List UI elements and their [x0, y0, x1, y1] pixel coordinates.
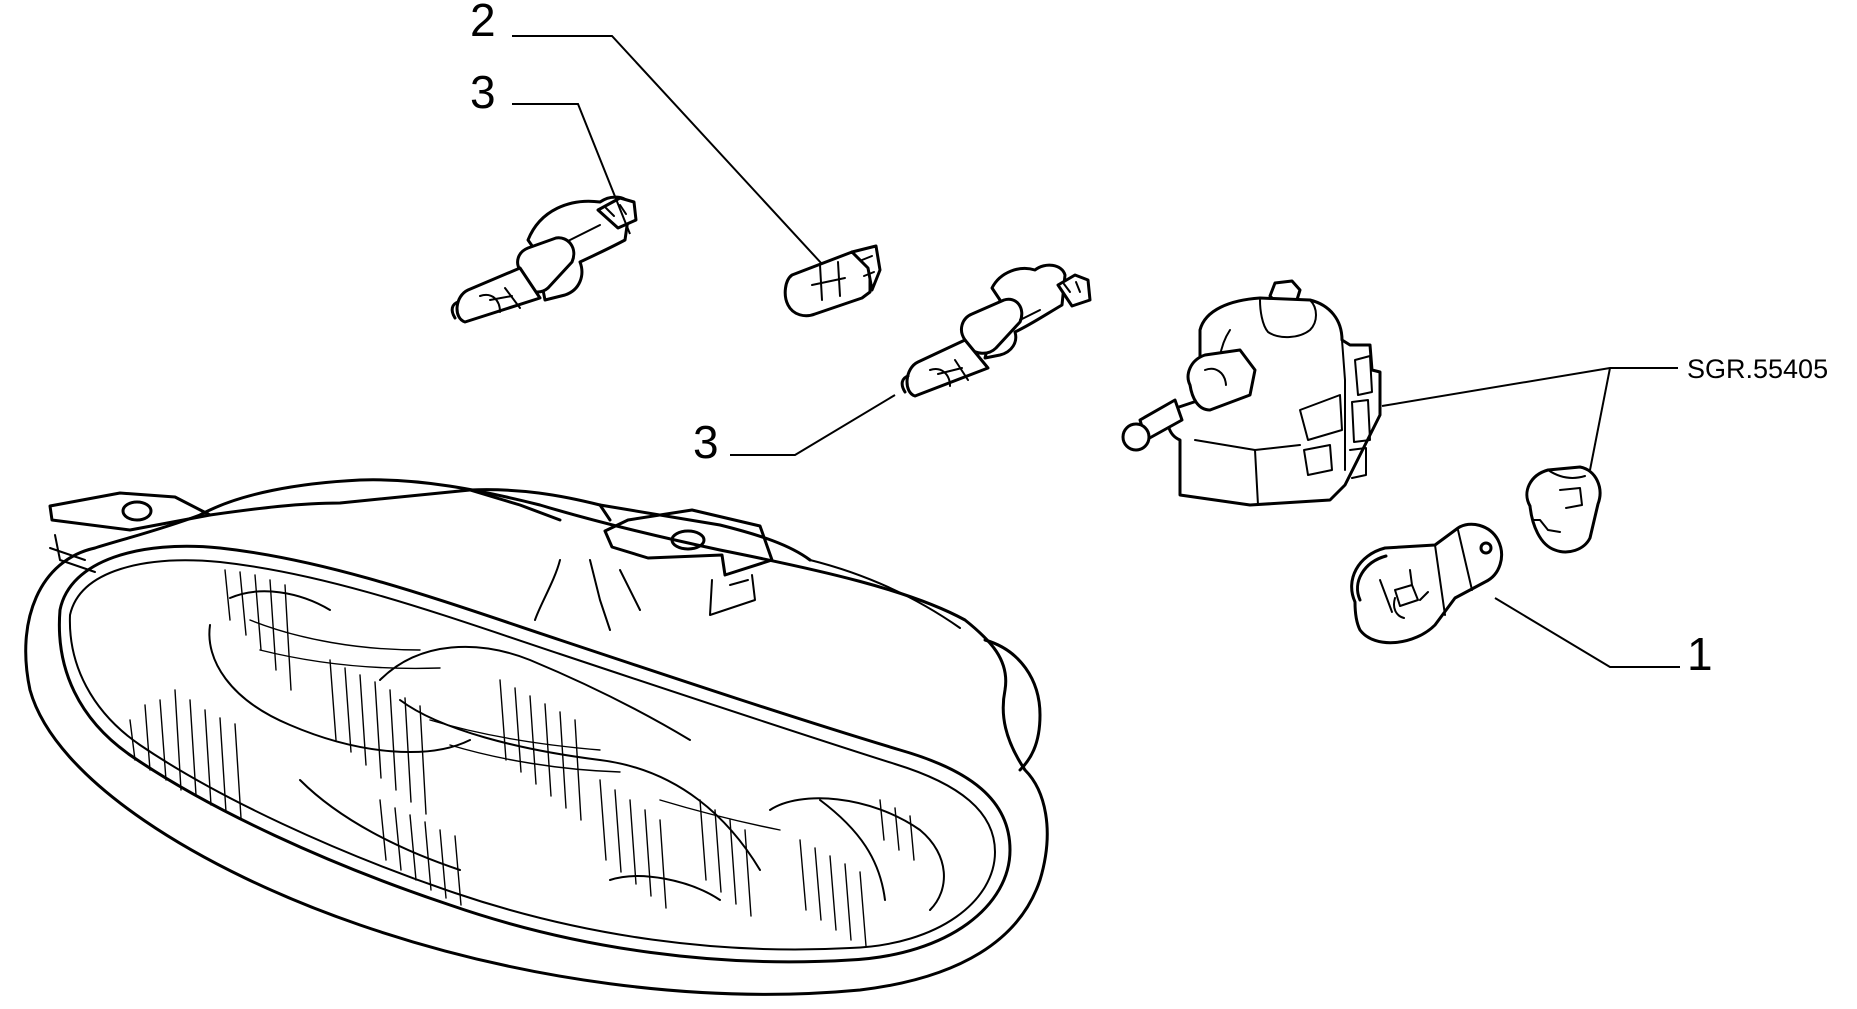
headlamp-assembly: [24, 478, 1049, 996]
wedge-bulb: [783, 244, 882, 318]
h1-bulb-middle: [900, 263, 1092, 398]
lens-hatching: [129, 569, 915, 947]
callout-reference-code: SGR.55405: [1687, 354, 1828, 384]
callout-3-middle: 3: [693, 416, 719, 468]
leader-1: [1494, 597, 1680, 668]
h1-bulb-top: [450, 195, 638, 324]
leader-3-top: [512, 103, 631, 235]
rear-bulb: [1350, 522, 1503, 645]
bulb-socket-clip: [1525, 465, 1602, 554]
callout-2: 2: [470, 0, 496, 46]
leader-sgr: [1381, 367, 1678, 407]
leader-2: [512, 35, 823, 265]
leader-3-mid: [730, 394, 896, 456]
leveling-actuator: [1121, 279, 1382, 507]
callout-1: 1: [1687, 628, 1713, 680]
leader-lines: [512, 35, 1680, 668]
callout-3-top: 3: [470, 66, 496, 118]
